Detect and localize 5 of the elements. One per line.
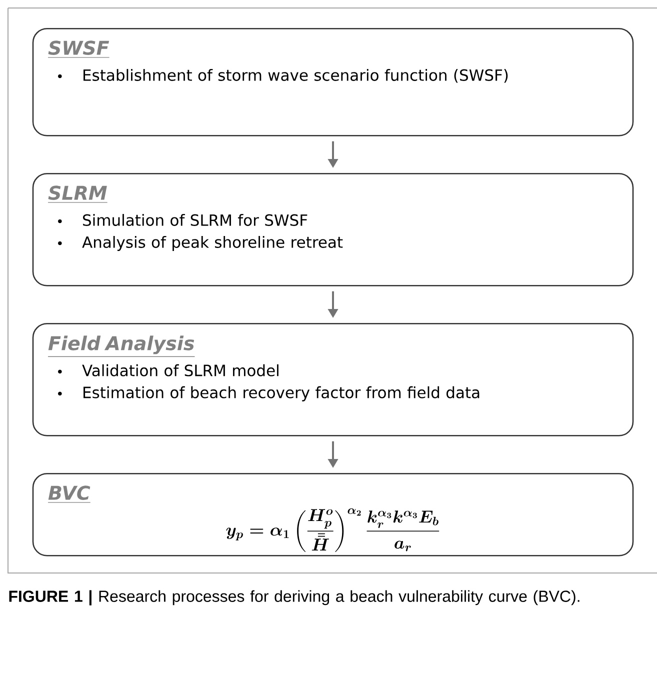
process-box: SWSF Establishment of storm wave scenario function (SWSF) xyxy=(32,28,634,136)
process-box: Field Analysis Validation of SLRM model Estimation of beach recovery factor from field data xyxy=(32,323,634,436)
process-box: BVC $y_p = \alpha_1 \left(\frac{H_p^o}{\bar{\bar{H}}}\right)^{\alpha_2} \frac{k_r^{\alpha_3} k^{\alpha_3} E_b}{a_r}$ xyxy=(32,473,634,556)
figure-caption: FIGURE 1 | Research processes for deriving a beach vulnerability curve (BVC). xyxy=(9,590,580,606)
process-box: SLRM Simulation of SLRM for SWSF Analysis of peak shoreline retreat xyxy=(32,173,634,286)
